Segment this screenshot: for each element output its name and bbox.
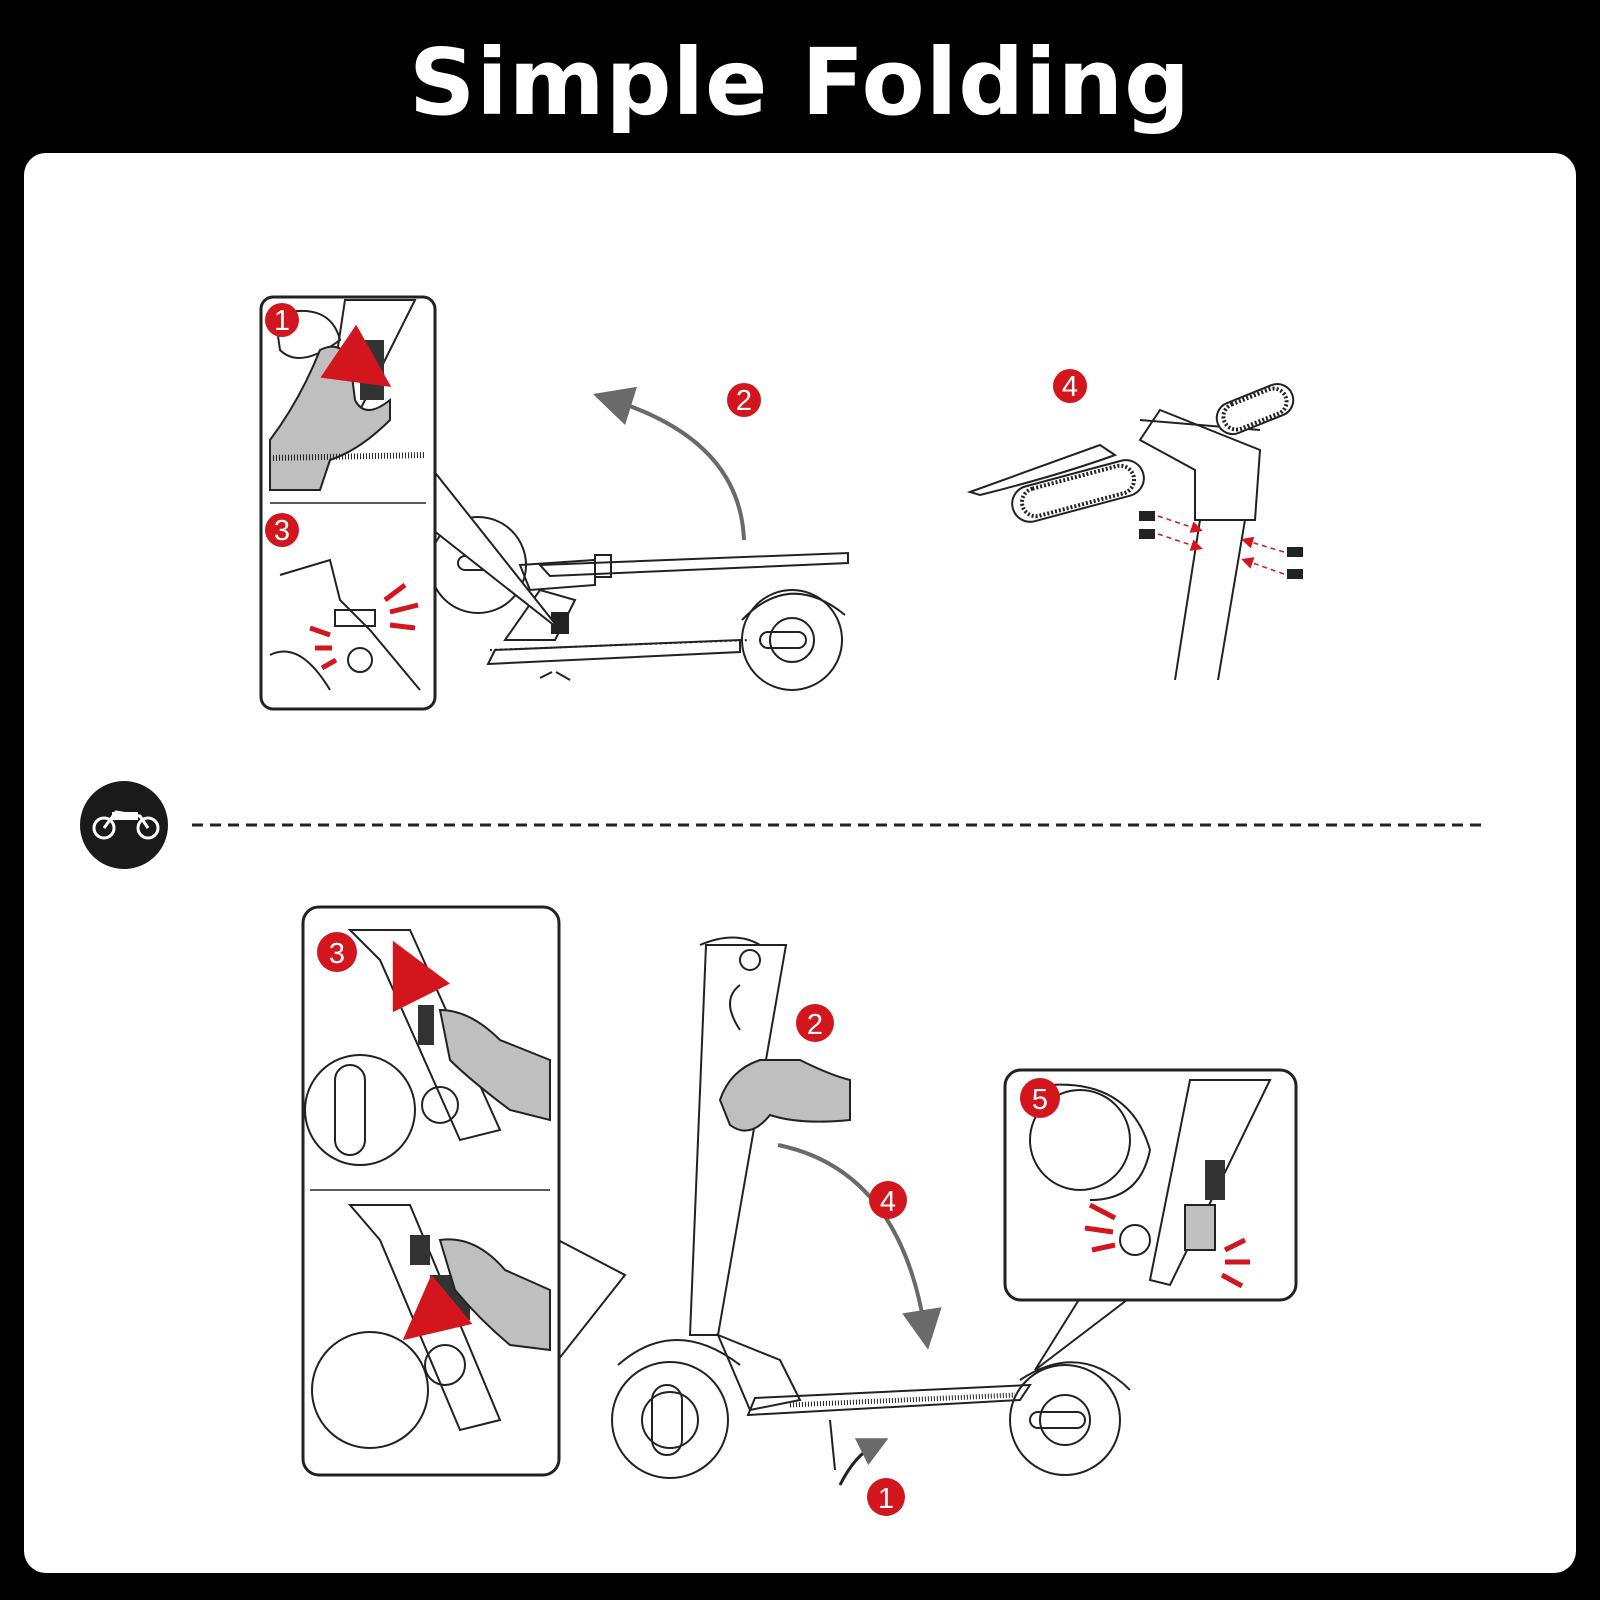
standing-scooter [611,936,1131,1479]
svg-text:2: 2 [807,1009,823,1041]
svg-text:4: 4 [1062,371,1078,403]
svg-text:5: 5 [1032,1084,1048,1116]
bottom-left-inset: 3 [301,905,561,1477]
step-badge: 3 [265,513,299,547]
step-badge: 4 [1053,369,1087,403]
step-badge: 4 [869,1181,907,1219]
top-inset: 1 3 [259,295,437,711]
svg-text:3: 3 [274,515,290,547]
fold-down-arrow [777,1143,942,1350]
step-badge: 2 [796,1004,834,1042]
screw-guides [1157,515,1285,575]
page-title: Simple Folding [408,29,1192,136]
svg-text:3: 3 [329,938,345,970]
scooter-icon [80,781,168,869]
step-badge: 5 [1020,1078,1060,1118]
bottom-right-inset: 5 [1003,1068,1298,1302]
step-badge: 2 [727,383,761,417]
svg-text:2: 2 [736,385,752,417]
kickstand-arrow [838,1438,889,1486]
svg-text:1: 1 [878,1483,894,1515]
hand [718,1059,851,1132]
step-badge: 1 [265,303,299,337]
handlebar-assembly [966,383,1303,681]
svg-text:4: 4 [880,1186,896,1218]
step-badge: 1 [867,1478,905,1516]
step-badge: 3 [317,932,357,972]
folded-scooter [429,516,849,691]
svg-text:1: 1 [274,305,290,337]
fold-up-arrow [592,386,746,541]
